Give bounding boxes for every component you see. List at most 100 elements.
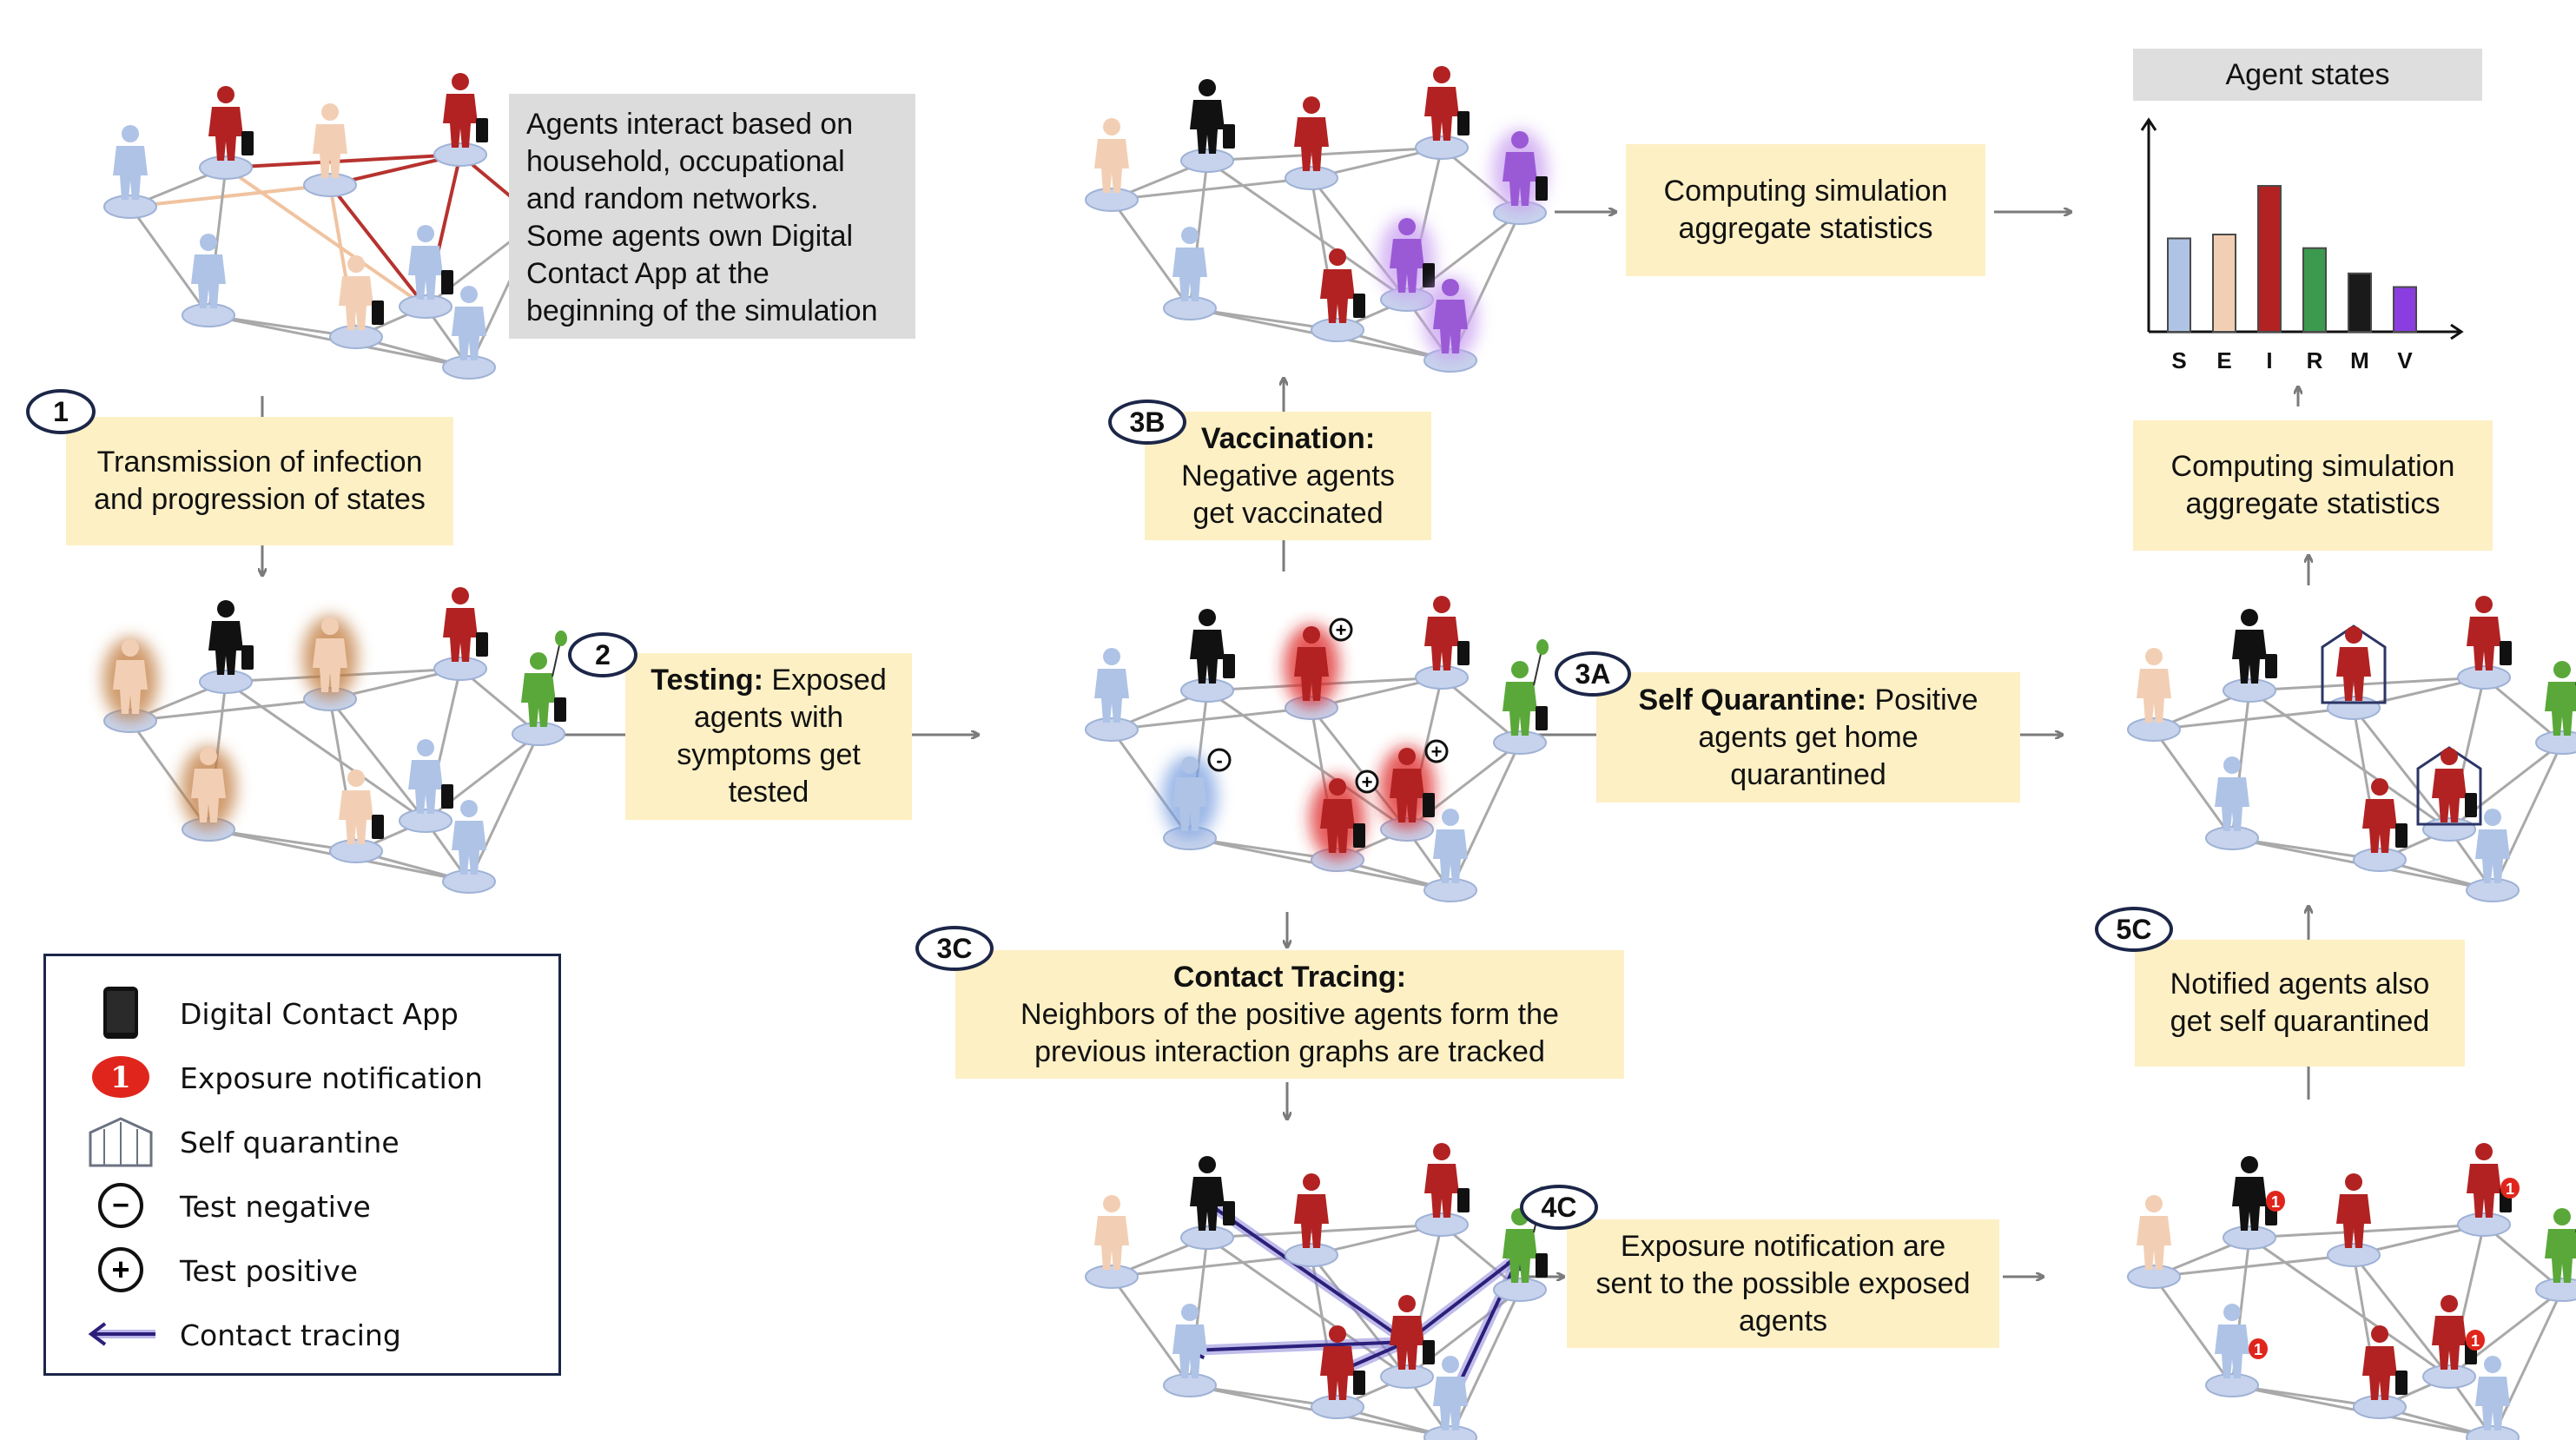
phone-icon (2265, 654, 2277, 678)
agent-icon (191, 748, 226, 822)
agent-icon (313, 618, 347, 692)
agent-icon (1424, 1143, 1470, 1218)
agent-disc (2353, 1395, 2407, 1419)
test-negative-icon (1207, 748, 1232, 772)
sign-glyph: + (1336, 619, 1347, 641)
intro-line: Agents interact based on (526, 108, 854, 141)
agent-disc (199, 155, 253, 180)
agent-disc (199, 670, 253, 694)
contact-tracing-arrow (1407, 1253, 1522, 1342)
exposure-notification-icon (2266, 1191, 2285, 1212)
step-2-rest: Exposed (763, 664, 887, 697)
bar-S (2167, 237, 2191, 334)
agent-icon (1390, 1295, 1435, 1370)
step-3c-line: Neighbors of the positive agents form th… (1020, 997, 1559, 1031)
step-5c-line: get self quarantined (2170, 1005, 2430, 1038)
agent-icon (339, 255, 384, 330)
agent-disc (1493, 1278, 1547, 1302)
agent-icon (1190, 79, 1235, 154)
step-1-badge: 1 (26, 389, 96, 434)
bar-R (2302, 247, 2327, 333)
agent-icon (2215, 1304, 2249, 1378)
exposure-glyph: 1 (2254, 1341, 2262, 1358)
agent-icon (208, 600, 254, 675)
agent-icon (408, 739, 453, 814)
step-4c-line: Exposure notification are (1620, 1229, 1946, 1263)
agent-icon (1190, 609, 1235, 684)
exposure-glyph: 1 (2471, 1332, 2480, 1350)
step-3b-line: Negative agents (1181, 459, 1395, 492)
network-edge (2352, 1254, 2451, 1377)
step-3b-line: get vaccinated (1192, 496, 1384, 530)
legend-row-app: Digital Contact App (46, 987, 558, 1039)
intro-line: Contact App at the (526, 257, 769, 290)
agent-icon (1094, 648, 1129, 723)
agent-icon (1190, 1156, 1235, 1231)
exposure-glyph: 1 (2506, 1180, 2514, 1198)
network-edge (225, 153, 461, 169)
phone-icon (1423, 793, 1435, 817)
agent-disc (2422, 1364, 2476, 1389)
agent-disc (2327, 696, 2381, 720)
agent-icon (1320, 778, 1365, 853)
aggregate-stats-line: Computing simulation (1663, 175, 1948, 208)
agent-disc (1163, 296, 1217, 320)
agent-icon (1094, 1195, 1129, 1270)
step-2-line: symptoms get (677, 738, 861, 771)
phone-icon (441, 784, 453, 809)
agent-graph (1085, 66, 1548, 373)
exposure-notification-icon (2466, 1330, 2485, 1351)
test-negative-icon: − (86, 1179, 155, 1232)
legend-row-quarantine: Self quarantine (46, 1115, 558, 1167)
legend-row-negative: − Test negative (46, 1179, 558, 1232)
test-positive-icon (1329, 618, 1353, 642)
agent-icon (1172, 1304, 1207, 1378)
agent-icon (1503, 639, 1549, 736)
positive-glyph: + (111, 1252, 129, 1287)
aggregate-stats-right-box: Computing simulation aggregate statistic… (2133, 420, 2493, 551)
agent-icon (339, 770, 384, 844)
agent-icon (313, 103, 347, 178)
agent-icon (2362, 1325, 2408, 1400)
phone-icon (1536, 706, 1548, 730)
agent-icon (1172, 756, 1207, 831)
bar-I (2257, 185, 2282, 333)
network-edge (2152, 729, 2234, 839)
agent-disc (2205, 1373, 2259, 1397)
network-edge (1449, 742, 1522, 891)
legend-label: Test negative (180, 1190, 371, 1224)
agent-disc (1311, 1395, 1364, 1419)
step-3a-badge: 3A (1555, 651, 1631, 697)
agent-icon (1424, 66, 1470, 141)
network-edge (459, 667, 539, 736)
intro-line: household, occupational (526, 145, 845, 178)
step-3a-box: Self Quarantine: Positive agents get hom… (1596, 672, 2020, 803)
agent-icon (2362, 778, 2408, 853)
agent-icon (452, 286, 486, 360)
test-positive-icon (1424, 739, 1449, 763)
agent-disc (1180, 678, 1234, 703)
network-edge (1110, 1276, 1192, 1386)
phone-icon (1423, 1340, 1435, 1364)
contact-tracing-arrow (1207, 1203, 1409, 1344)
sign-glyph: - (1216, 750, 1222, 771)
exposure-notification-icon: 1 (86, 1051, 155, 1103)
phone-icon (1223, 124, 1235, 149)
step-2-box: Testing: Exposed agents with symptoms ge… (625, 653, 912, 820)
quarantine-house-icon (86, 1115, 155, 1167)
step-4c-box: Exposure notification are sent to the po… (1567, 1219, 1999, 1348)
agent-disc (1415, 1212, 1469, 1237)
phone-icon (86, 987, 155, 1039)
agent-icon (2467, 1143, 2512, 1218)
agent-disc (1380, 1364, 1434, 1389)
network-edge (2249, 676, 2485, 692)
step-5c-box: Notified agents also get self quarantine… (2135, 940, 2465, 1067)
network-edge (1206, 159, 1408, 301)
network-edge (328, 698, 427, 822)
test-positive-icon (1355, 770, 1379, 794)
network-edge (1206, 146, 1443, 162)
legend-label: Digital Contact App (180, 997, 459, 1031)
agent-icon (2336, 626, 2371, 701)
step-3a-line: agents get home (1698, 720, 1919, 754)
agent-disc (1085, 717, 1139, 742)
